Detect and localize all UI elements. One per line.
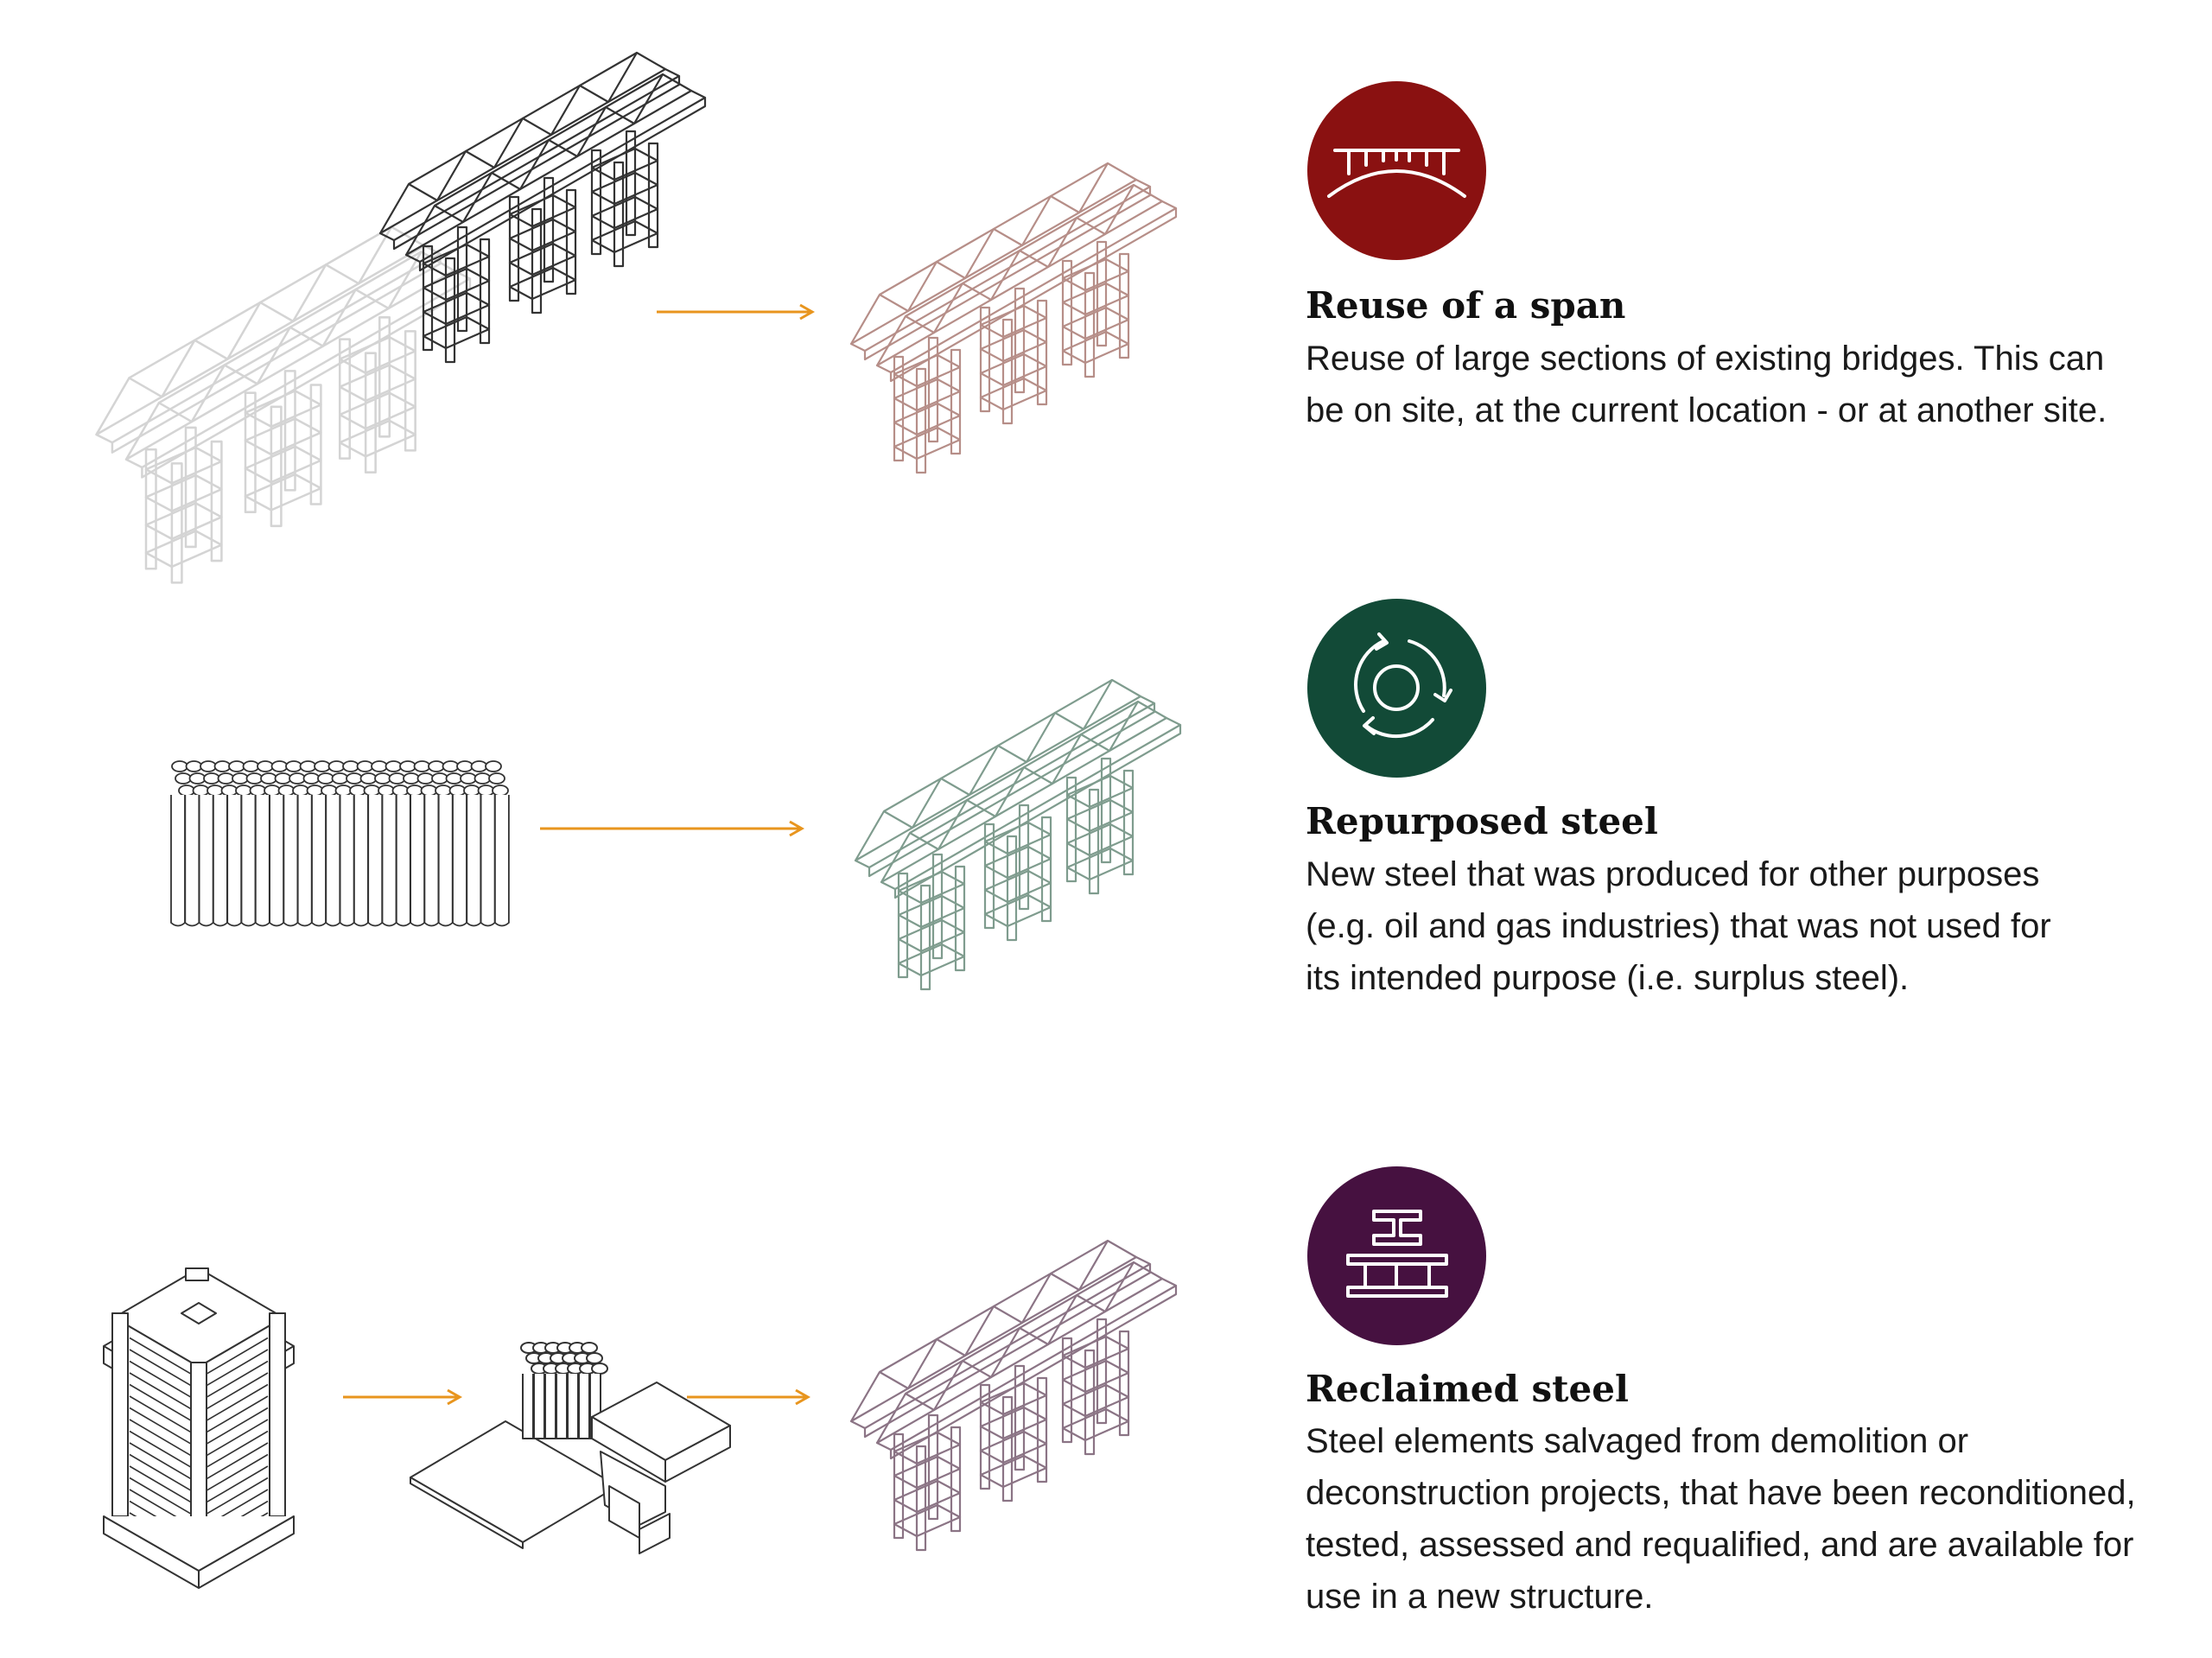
building-illustration	[103, 1267, 295, 1589]
steel-beam-icon	[1346, 1210, 1448, 1298]
reclaimed-steel-bridge	[849, 1239, 1178, 1552]
old-bridge-illustration	[95, 51, 707, 584]
section-description: New steel that was produced for other pu…	[1306, 855, 2051, 997]
reused-span-bridge	[849, 162, 1178, 474]
section-description: Reuse of large sections of existing brid…	[1306, 340, 2107, 429]
salvaged-steel-elements	[410, 1342, 731, 1554]
repurposed-badge	[1307, 599, 1486, 778]
repurposed-steel-bridge	[854, 678, 1182, 991]
reuse-badge	[1307, 81, 1486, 260]
section-description: Steel elements salvaged from demolition …	[1306, 1422, 2136, 1616]
section-title: Reclaimed steel	[1306, 1368, 1629, 1410]
section-title: Repurposed steel	[1306, 800, 1658, 842]
steel-pipe-stack	[170, 760, 510, 927]
section-title: Reuse of a span	[1306, 284, 1626, 327]
bridge-icon	[1327, 149, 1466, 198]
recycle-cycle-icon	[1354, 632, 1452, 739]
reclaimed-badge	[1307, 1166, 1486, 1345]
